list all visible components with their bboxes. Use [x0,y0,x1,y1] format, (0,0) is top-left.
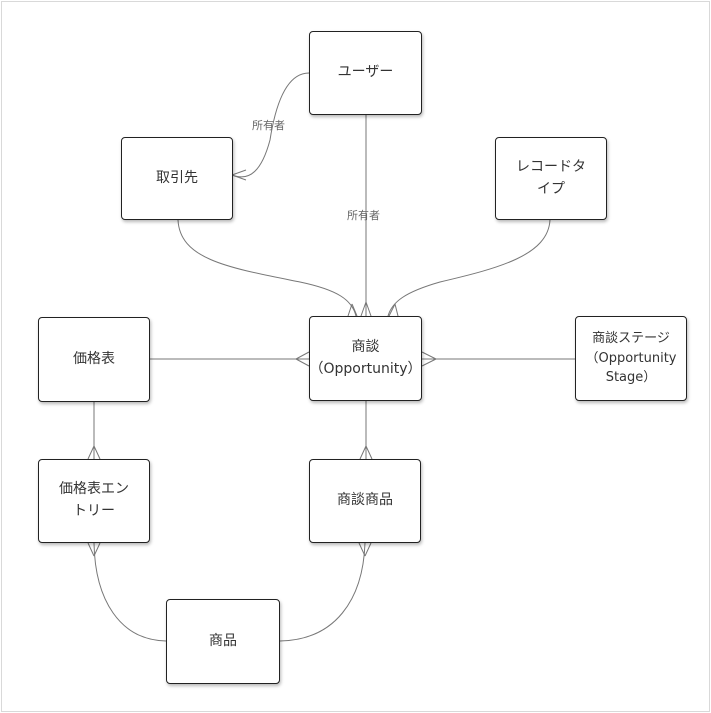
entity-pricebook[interactable]: 価格表 [38,317,150,402]
entity-product[interactable]: 商品 [166,599,280,684]
crowfoot-opportunity-user [360,301,372,317]
rel-user-account [231,72,310,178]
rel-oppproduct-product [279,542,366,642]
crowfoot-entry-pricebook [87,445,101,460]
entity-opportunity-stage[interactable]: 商談ステージ （Opportunity Stage） [575,316,687,401]
relationship-label-owner-account: 所有者 [252,119,285,132]
crowfoot-oppproduct-product [358,542,372,557]
entity-user[interactable]: ユーザー [309,31,422,115]
entity-account-label: 取引先 [156,169,198,186]
crowfoot-entry-product [87,542,101,557]
crowfoot-opportunity-recordtype [388,303,399,317]
rel-account-opportunity [177,219,357,317]
entity-opportunity-stage-sublabel: （Opportunity [585,350,677,366]
entity-product-label: 商品 [209,632,237,649]
entity-pricebook-label: 価格表 [73,350,115,367]
crowfoot-account-user [231,169,247,181]
crowfoot-opportunity-pricebook [295,351,310,367]
entity-pricebook-entry-label: 価格表エントリー [59,481,129,519]
entity-opportunity-sublabel: （Opportunity） [309,360,422,377]
rel-entry-product [93,542,167,642]
entity-opportunity-product[interactable]: 商談商品 [309,459,421,543]
entity-opportunity[interactable]: 商談 （Opportunity） [309,316,422,401]
entity-pricebook-entry[interactable]: 価格表エントリー [38,459,150,543]
crowfoot-opportunity-account [347,303,358,317]
entity-user-label: ユーザー [337,64,394,81]
entity-record-type-label: レコードタイプ [516,158,586,197]
entity-opportunity-product-label: 商談商品 [337,492,393,509]
entity-opportunity-stage-sublabel-2: Stage） [605,370,657,386]
crowfoot-opportunity-stage [421,351,437,367]
entity-account[interactable]: 取引先 [121,137,233,220]
rel-recordtype-opportunity [387,219,551,317]
entity-opportunity-label: 商談 [351,338,380,355]
crowfoot-oppproduct-opportunity [359,445,373,460]
relationship-label-owner-opportunity: 所有者 [347,209,380,222]
entity-record-type[interactable]: レコードタイプ [495,137,607,220]
entity-opportunity-stage-label: 商談ステージ [592,331,670,347]
